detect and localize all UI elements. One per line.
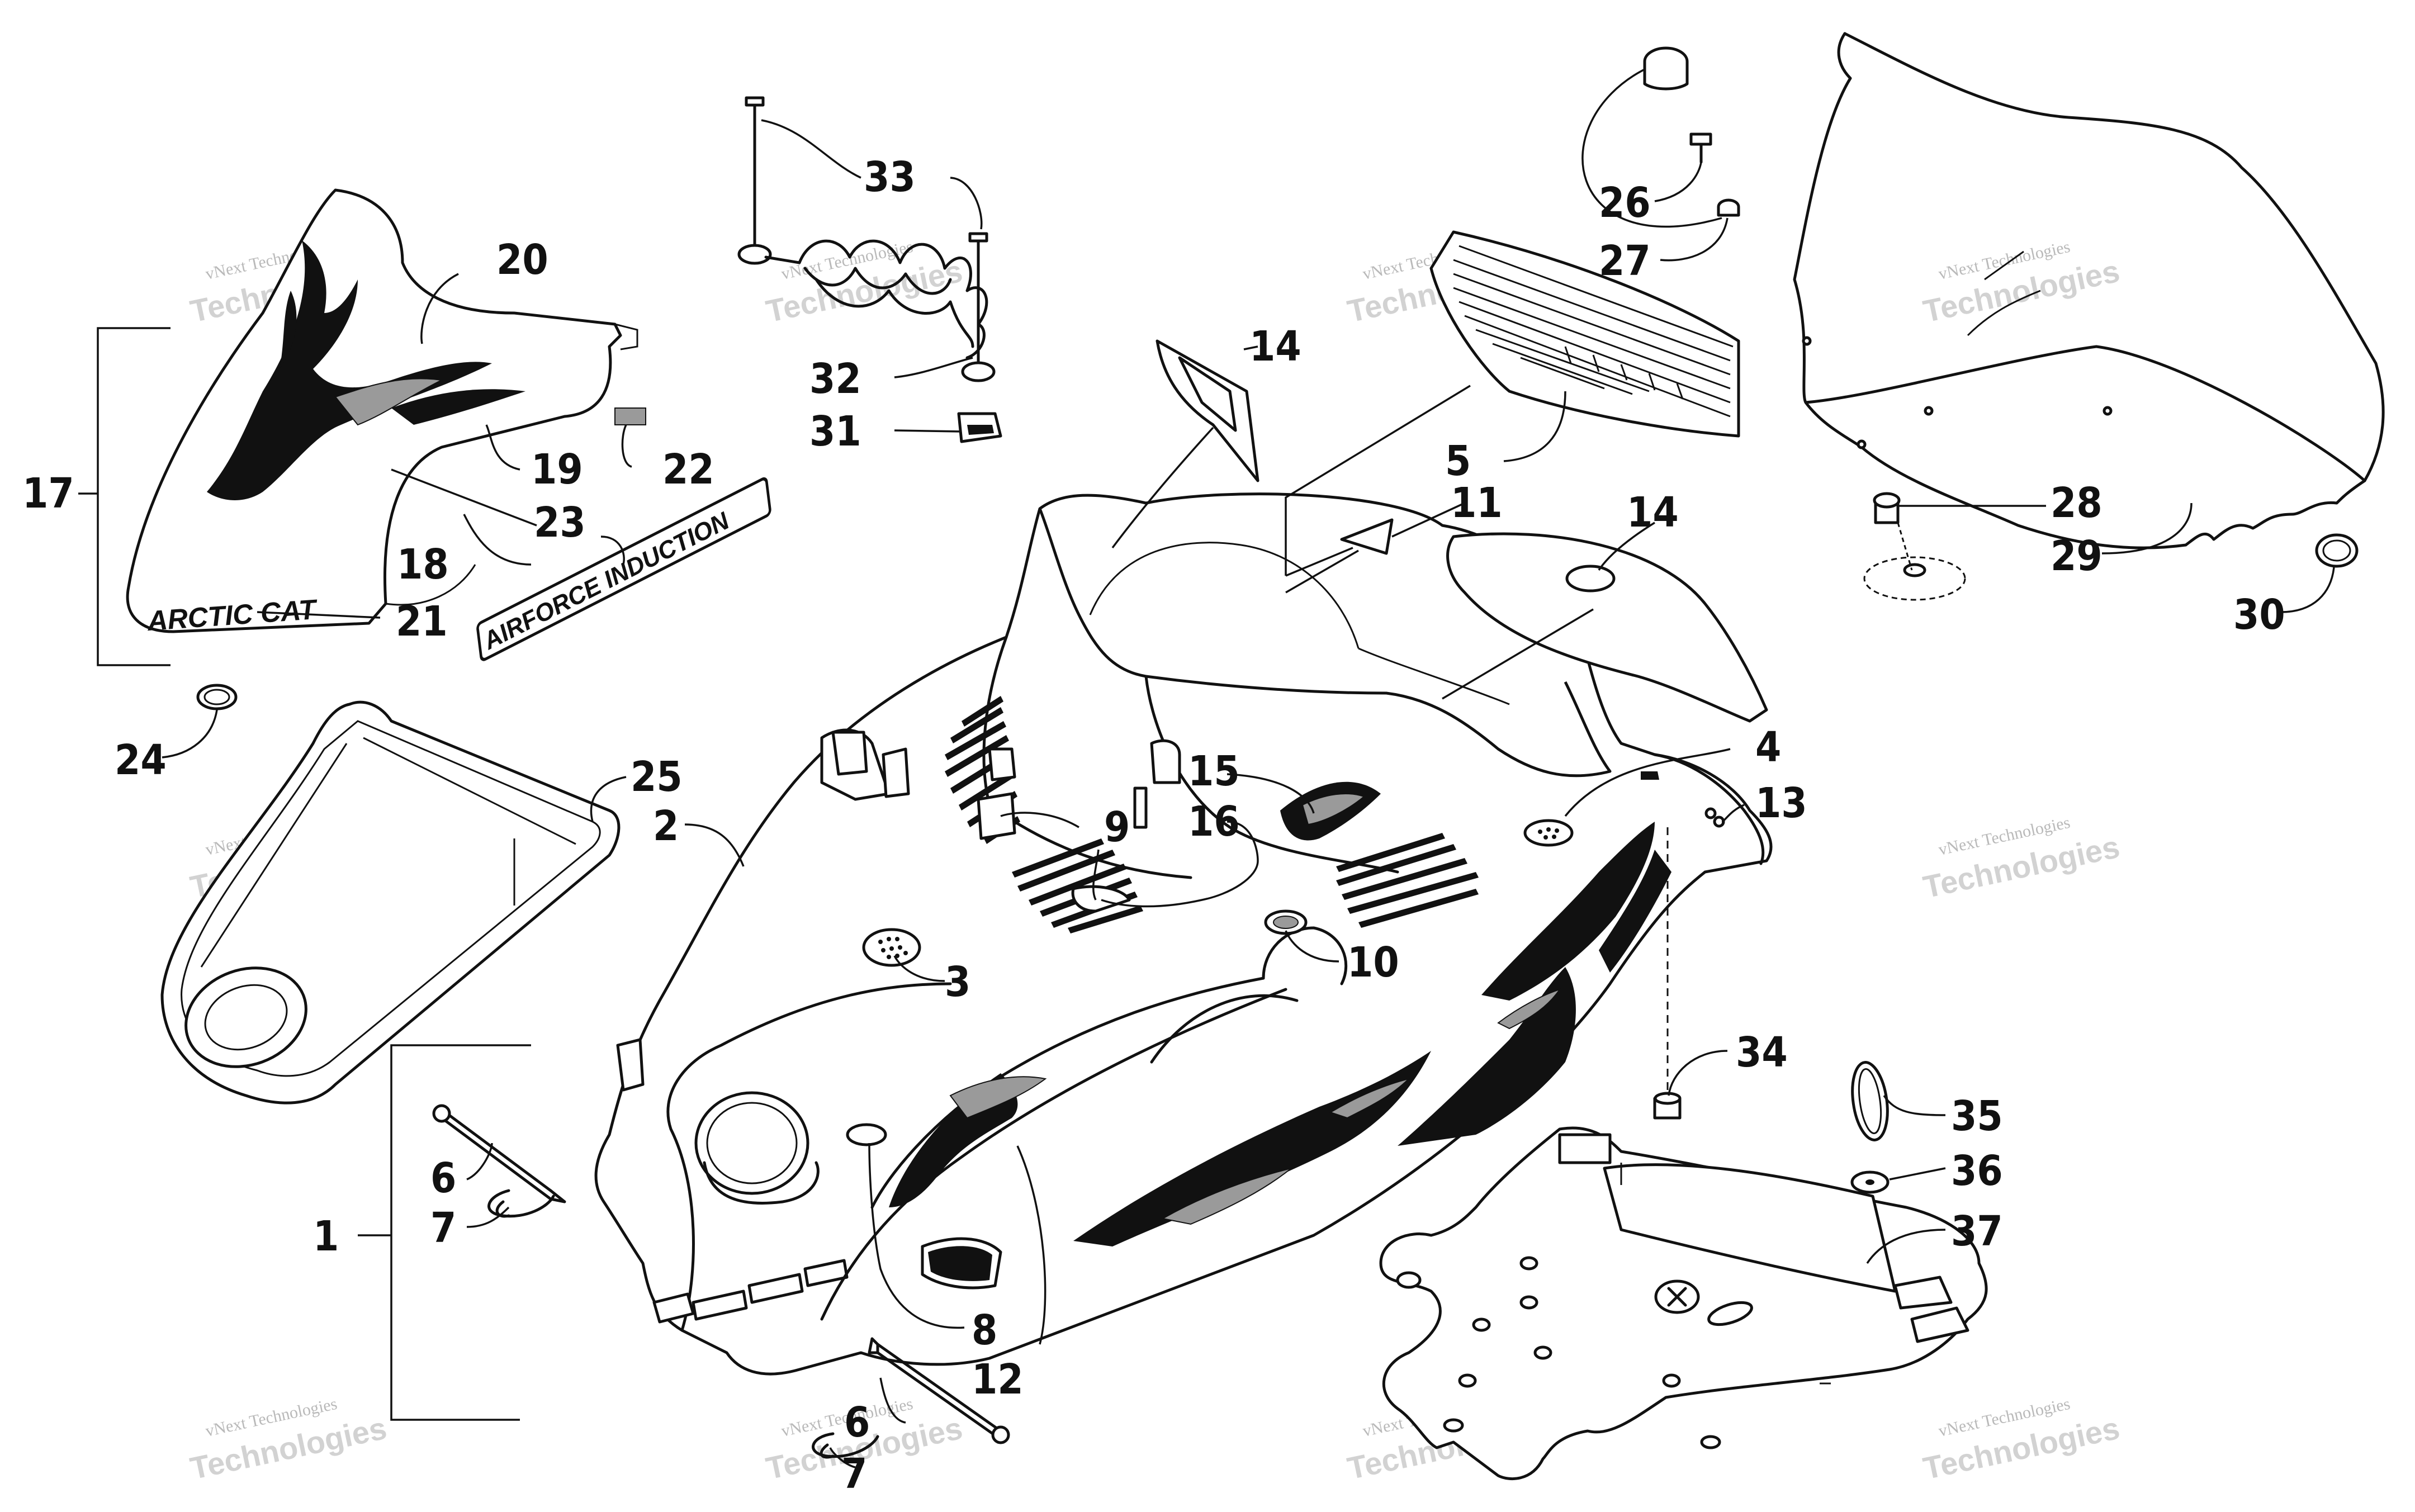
callout-23: 23: [534, 499, 586, 547]
callout-numbers: 1 2 3 4 5 6 6 7 7 8 9 10 11 12 13 14 14 …: [22, 153, 2285, 1498]
watermark: vNext Technologies Technologies: [1920, 813, 2123, 905]
callout-4: 4: [1755, 723, 1781, 771]
callout-6: 6: [430, 1154, 456, 1202]
callout-33: 33: [864, 153, 916, 201]
callout-25: 25: [631, 753, 683, 801]
watermark: vNext Technologies Technologies: [1920, 1395, 2123, 1486]
watermark: vNext Technologies Technologies: [187, 1395, 390, 1486]
callout-14: 14: [1249, 323, 1301, 371]
callout-36: 36: [1951, 1147, 2003, 1195]
trim-panel: [1429, 230, 1740, 438]
callout-5: 5: [1445, 437, 1471, 485]
callout-17: 17: [22, 470, 74, 518]
callout-15: 15: [1188, 747, 1240, 795]
callout-13: 13: [1755, 779, 1807, 827]
callout-31: 31: [809, 407, 861, 456]
callout-24: 24: [115, 736, 167, 784]
washer: [196, 684, 238, 710]
callout-29: 29: [2051, 532, 2103, 580]
callout-10: 10: [1347, 939, 1399, 987]
tab-part: [614, 407, 646, 425]
nose-piece: ARCTIC CAT: [126, 188, 638, 637]
callout-34: 34: [1736, 1028, 1788, 1077]
callout-19: 19: [531, 445, 583, 494]
airforce-decal: AIRFORCE INDUCTION: [476, 477, 771, 661]
main-hood: [594, 339, 1773, 1376]
callout-12: 12: [972, 1355, 1024, 1404]
callout-28: 28: [2051, 479, 2103, 527]
callout-9: 9: [1104, 803, 1130, 851]
callout-32: 32: [809, 355, 861, 403]
callout-8: 8: [972, 1306, 997, 1354]
windshield: [1581, 32, 2385, 613]
callout-3: 3: [945, 958, 970, 1006]
callout-35: 35: [1951, 1092, 2003, 1140]
callout-11: 11: [1451, 479, 1503, 527]
washer-inner: [203, 689, 230, 705]
leader-lines: [78, 273, 1946, 1468]
pins: [432, 1104, 1010, 1459]
callout-16: 16: [1188, 798, 1240, 846]
callout-2: 2: [653, 802, 679, 850]
callout-26: 26: [1599, 179, 1651, 227]
svg-text:AIRFORCE INDUCTION: AIRFORCE INDUCTION: [479, 507, 735, 656]
callout-30: 30: [2233, 591, 2285, 639]
spring-assembly: [737, 96, 1002, 443]
callout-1: 1: [313, 1212, 339, 1260]
callout-6: 6: [844, 1399, 870, 1447]
callout-7: 7: [841, 1450, 867, 1498]
callout-20: 20: [496, 236, 548, 284]
callout-27: 27: [1599, 237, 1651, 285]
callout-37: 37: [1951, 1207, 2003, 1255]
callout-21: 21: [396, 598, 448, 646]
callout-18: 18: [397, 541, 449, 589]
callout-7: 7: [430, 1204, 456, 1252]
callout-22: 22: [662, 445, 714, 494]
watermark: vNext Technologies Technologies: [1920, 238, 2123, 329]
callout-14: 14: [1627, 489, 1679, 537]
air-duct: [160, 700, 621, 1105]
